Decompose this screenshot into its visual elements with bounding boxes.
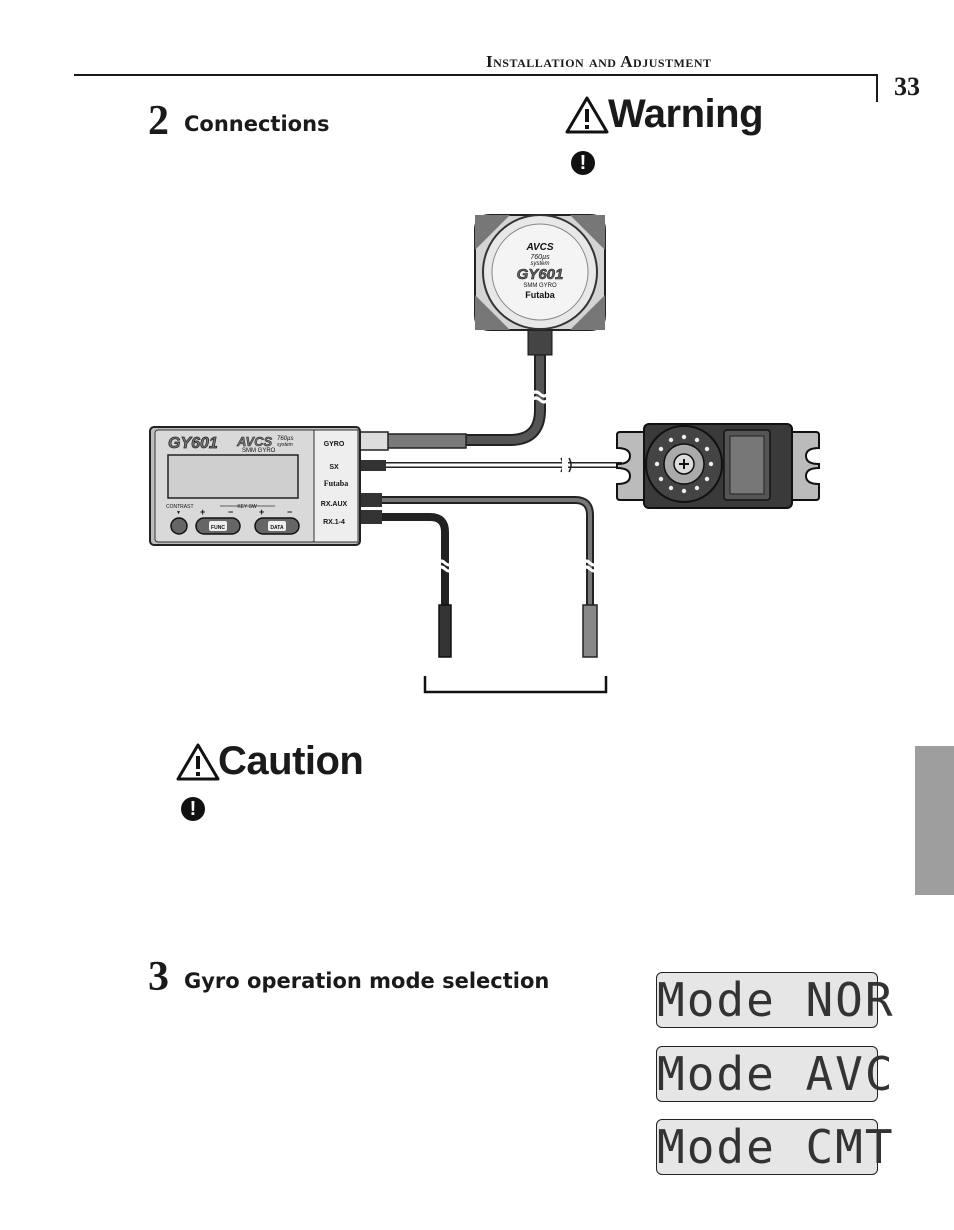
func-plus: + — [200, 507, 205, 517]
unit-model: GY601 — [168, 435, 218, 452]
contrast-arrow: ▼ — [176, 510, 181, 516]
unit-brand: AVCS — [236, 434, 272, 449]
header-rule — [74, 74, 878, 76]
running-header: Installation and Adjustment — [486, 52, 712, 71]
section-3-title: Gyro operation mode selection — [184, 969, 550, 993]
lcd-mode-cmt-text: Mode CMT — [657, 1120, 895, 1174]
sensor-subtitle: SMM GYRO — [523, 283, 557, 289]
section-2-number: 2 — [148, 98, 169, 144]
keysw-label: KEY SW — [237, 504, 257, 510]
sensor-model: GY601 — [517, 266, 564, 283]
warning-bullet-icon: ! — [571, 151, 595, 175]
contrast-label: CONTRAST — [166, 504, 194, 510]
port-label-rx-1-4: RX.1-4 — [323, 519, 345, 526]
unit-system-2: system — [277, 442, 293, 448]
lcd-mode-avc-text: Mode AVC — [657, 1047, 895, 1101]
sensor-maker: Futaba — [525, 290, 555, 300]
port-label-rx-aux: RX.AUX — [321, 501, 348, 508]
func-minus: − — [228, 507, 233, 517]
warning-label: Warning — [608, 92, 764, 136]
lcd-mode-nor-text: Mode NOR — [657, 973, 895, 1027]
caution-triangle-icon — [174, 741, 222, 785]
lcd-mode-nor: Mode NOR — [656, 972, 895, 1028]
sensor-brand: AVCS — [525, 242, 553, 253]
data-minus: − — [287, 507, 292, 517]
port-label-gyro: GYRO — [324, 441, 345, 448]
section-2-title: Connections — [184, 112, 330, 136]
data-plus: + — [259, 507, 264, 517]
func-button-label: FUNC — [211, 525, 225, 531]
page-number: 33 — [894, 72, 920, 101]
header-tick — [876, 76, 878, 102]
servo — [616, 423, 820, 509]
chapter-side-tab — [915, 746, 954, 895]
port-label-sx: SX — [329, 464, 339, 471]
unit-maker: Futaba — [324, 479, 348, 488]
lcd-mode-avc: Mode AVC — [656, 1046, 895, 1102]
unit-subtitle: SMM GYRO — [242, 448, 276, 454]
sensor-system-2: system — [530, 261, 549, 267]
connection-diagram: AVCS 760µs system GY601 SMM GYRO Futaba … — [149, 214, 820, 694]
control-unit — [149, 426, 361, 546]
gyro-sensor — [474, 214, 606, 356]
sensor-system-1: 760µs — [530, 254, 550, 261]
section-3-number: 3 — [148, 954, 169, 1000]
caution-bullet-icon: ! — [181, 797, 205, 821]
warning-triangle-icon — [563, 94, 611, 138]
lcd-mode-cmt: Mode CMT — [656, 1119, 895, 1175]
unit-system-1: 760µs — [277, 436, 293, 442]
caution-label: Caution — [218, 739, 364, 783]
data-button-label: DATA — [270, 525, 284, 531]
